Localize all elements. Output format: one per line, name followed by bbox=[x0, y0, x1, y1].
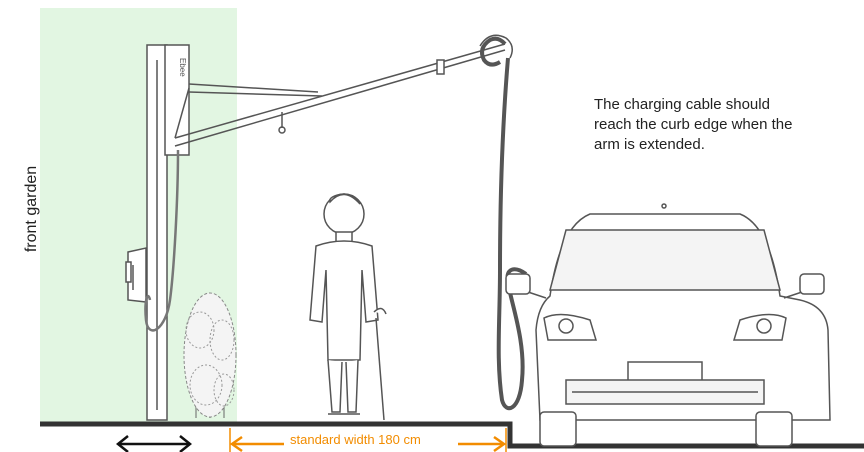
cable-reach-note: The charging cable should reach the curb… bbox=[594, 95, 844, 155]
pedestrian-figure bbox=[310, 194, 386, 420]
electric-car bbox=[506, 204, 830, 446]
charging-cable bbox=[499, 58, 526, 408]
standard-width-label: standard width 180 cm bbox=[290, 432, 421, 447]
ground-line bbox=[40, 424, 864, 446]
note-line-2: reach the curb edge when the bbox=[594, 115, 844, 135]
wallbox bbox=[126, 248, 146, 302]
note-line-3: arm is extended. bbox=[594, 135, 844, 155]
front-garden-label: front garden bbox=[23, 149, 41, 269]
post-offset-arrow bbox=[118, 436, 190, 452]
note-line-1: The charging cable should bbox=[594, 95, 844, 115]
post-brand-label: Ebee bbox=[178, 58, 187, 77]
hedge bbox=[184, 293, 236, 418]
